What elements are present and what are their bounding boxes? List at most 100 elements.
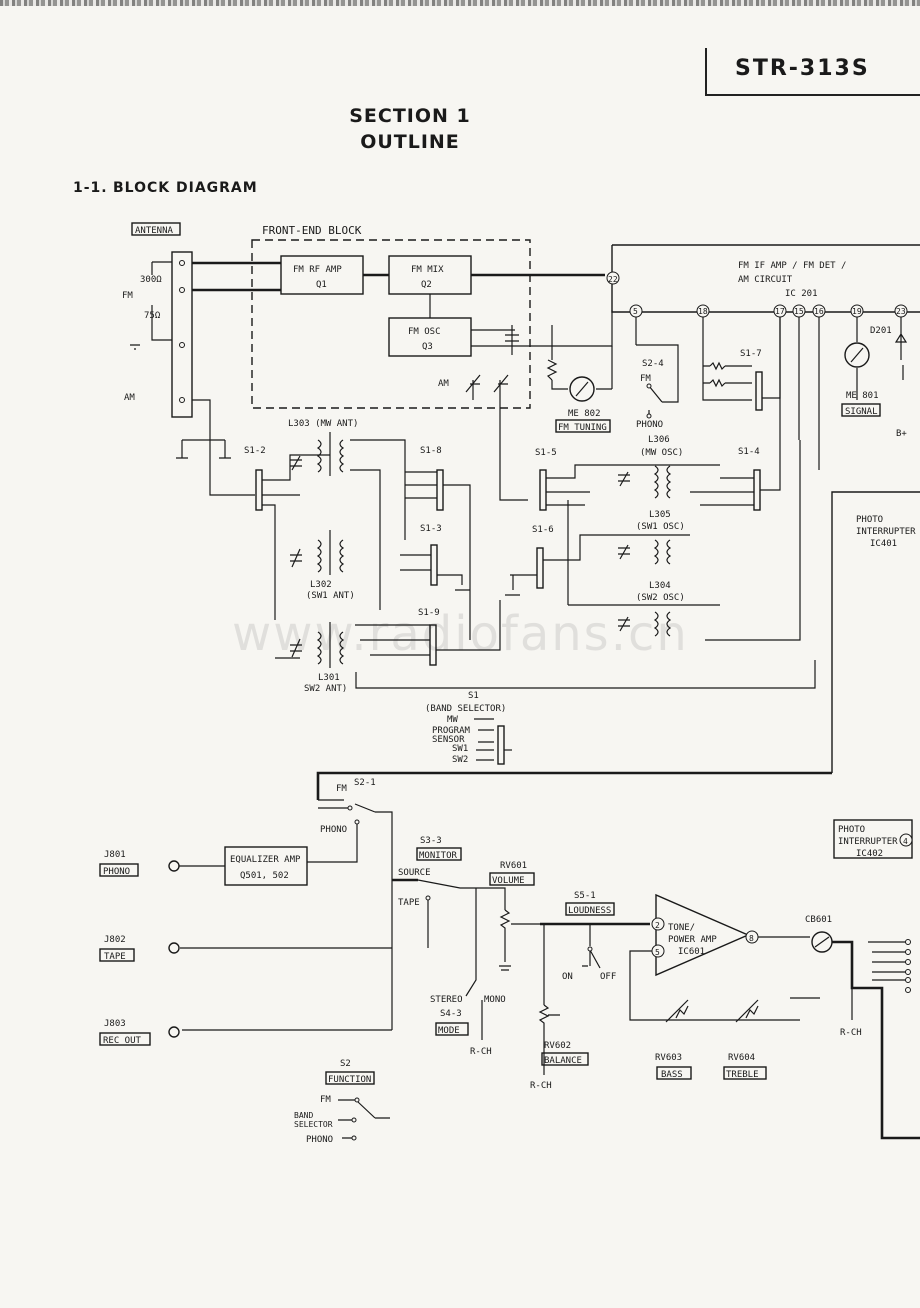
- rv601-label: RV601: [500, 861, 527, 871]
- fm-mix-label: FM MIX: [411, 265, 444, 275]
- tape-jacks: J802 TAPE J803 REC OUT: [99, 935, 180, 1046]
- l302-label: L302: [310, 580, 332, 590]
- off-label: OFF: [600, 972, 616, 982]
- if-line2: AM CIRCUIT: [738, 275, 793, 285]
- pin-16: 16: [814, 307, 824, 316]
- stereo-label: STEREO: [430, 995, 463, 1005]
- l304-label: L304: [649, 581, 671, 591]
- on-label: ON: [562, 972, 573, 982]
- subsection-title: BLOCK DIAGRAM: [113, 180, 258, 196]
- pin-8: 8: [749, 934, 754, 943]
- l306-label: L306: [648, 435, 670, 445]
- photo2-line2: INTERRUPTER: [838, 837, 898, 847]
- signal-label: SIGNAL: [845, 407, 878, 417]
- photo2-line1: PHOTO: [838, 825, 865, 835]
- s2-4-fm-label: FM: [640, 374, 651, 384]
- pin-5b: 5: [655, 948, 660, 957]
- me802-label: ME 802: [568, 409, 601, 419]
- eq-amp-label: EQUALIZER AMP: [230, 855, 301, 865]
- function-phono: PHONO: [306, 1135, 333, 1145]
- j801-label: J801: [104, 850, 126, 860]
- j803-rec-out: REC OUT: [103, 1036, 142, 1046]
- antenna-section: ANTENNA 300Ω FM 75Ω AM: [122, 222, 255, 496]
- antenna-terminal-strip: [171, 251, 193, 418]
- l304-sub: (SW2 OSC): [636, 593, 685, 603]
- s1-7-label: S1-7: [740, 349, 762, 359]
- j802-tape: TAPE: [104, 952, 126, 962]
- s1-3-label: S1-3: [420, 524, 442, 534]
- bass-label: BASS: [661, 1070, 683, 1080]
- tuning-section: ME 802 FM TUNING S2-4 FM PHONO S1-7: [546, 317, 820, 470]
- s2-4-label: S2-4: [642, 359, 664, 369]
- rch2-label: R-CH: [530, 1081, 552, 1091]
- s2-1-fm: FM: [336, 784, 347, 794]
- pin-5: 5: [633, 307, 638, 316]
- s1-8-label: S1-8: [420, 446, 442, 456]
- model-number-box: STR-313S: [705, 48, 920, 96]
- l305-sub: (SW1 OSC): [636, 522, 685, 532]
- q2-label: Q2: [421, 280, 432, 290]
- mono-label: MONO: [484, 995, 506, 1005]
- l301-label: L301: [318, 673, 340, 683]
- equalizer-amp-box: [224, 846, 308, 886]
- ic601-label: IC601: [678, 947, 705, 957]
- antenna-label-box: [131, 222, 181, 236]
- me801-label: ME 801: [846, 391, 879, 401]
- s1-6-label: S1-6: [532, 525, 554, 535]
- fm-rf-amp-label: FM RF AMP: [293, 265, 342, 275]
- fm-osc-label: FM OSC: [408, 327, 441, 337]
- j803-label: J803: [104, 1019, 126, 1029]
- s1-sensor: SENSOR: [432, 735, 465, 745]
- ic201-label: IC 201: [785, 289, 818, 299]
- s1-5-label: S1-5: [535, 448, 557, 458]
- pin-4: 4: [903, 837, 908, 846]
- mode-label: MODE: [438, 1026, 460, 1036]
- function-selector: SELECTOR: [294, 1120, 333, 1129]
- treble-label: TREBLE: [726, 1070, 759, 1080]
- antenna-am-label: AM: [124, 393, 135, 403]
- rv603-label: RV603: [655, 1053, 682, 1063]
- l301-sub: SW2 ANT): [304, 684, 347, 694]
- function-label: FUNCTION: [328, 1075, 371, 1085]
- s1-sub: (BAND SELECTOR): [425, 704, 506, 714]
- q3-label: Q3: [422, 342, 433, 352]
- me802-meter: [569, 376, 595, 402]
- volume-label: VOLUME: [492, 876, 525, 886]
- function-fm: FM: [320, 1095, 331, 1105]
- s1-2-label: S1-2: [244, 446, 266, 456]
- if-block: FM IF AMP / FM DET / AM CIRCUIT IC 201 2…: [606, 244, 920, 439]
- if-line1: FM IF AMP / FM DET /: [738, 261, 846, 271]
- mode-balance: STEREO MONO S4-3 MODE R-CH RV602 BALANCE…: [430, 888, 589, 1091]
- d201-label: D201: [870, 326, 892, 336]
- pin-15: 15: [794, 307, 804, 316]
- subsection-number: 1-1.: [73, 180, 108, 196]
- rch1-label: R-CH: [470, 1047, 492, 1057]
- function-band: BAND: [294, 1111, 313, 1120]
- photo1-line3: IC401: [870, 539, 897, 549]
- loudness-tone: S5-1 LOUDNESS ON OFF TONE/ POWER AMP IC6…: [540, 891, 820, 1080]
- pin-22: 22: [608, 275, 618, 284]
- s1-program: PROGRAM: [432, 726, 471, 736]
- s1-4-label: S1-4: [738, 447, 760, 457]
- s1-sw1: SW1: [452, 744, 468, 754]
- osc-coils: S1-5 L306 (MW OSC) S1-4 S1-6 L305 (SW1 O…: [505, 317, 801, 641]
- l303-label: L303 (MW ANT): [288, 419, 358, 429]
- eq-amp-q: Q501, 502: [240, 871, 289, 881]
- antenna-fm-label: FM: [122, 291, 133, 301]
- s1-sw2: SW2: [452, 755, 468, 765]
- balance-label: BALANCE: [544, 1056, 582, 1066]
- front-end-label: FRONT-END BLOCK: [262, 224, 362, 237]
- l305-label: L305: [649, 510, 671, 520]
- antenna-300-label: 300Ω: [140, 275, 162, 285]
- antenna-coils: L303 (MW ANT) S1-2 S1-8 S1-3 L302 (SW1 A…: [244, 419, 816, 694]
- fm-tuning-label: FM TUNING: [558, 423, 607, 433]
- s2-1-phono: PHONO: [320, 825, 347, 835]
- monitor-label: MONITOR: [419, 851, 458, 861]
- me801-meter: [844, 342, 870, 368]
- photo-interrupter-1: PHOTO INTERRUPTER IC401: [831, 491, 920, 773]
- tone-amp-triangle: [655, 893, 750, 977]
- s1-mw: MW: [447, 715, 458, 725]
- s2-1-label: S2-1: [354, 778, 376, 788]
- cb601-label: CB601: [805, 915, 832, 925]
- source-label: SOURCE: [398, 868, 431, 878]
